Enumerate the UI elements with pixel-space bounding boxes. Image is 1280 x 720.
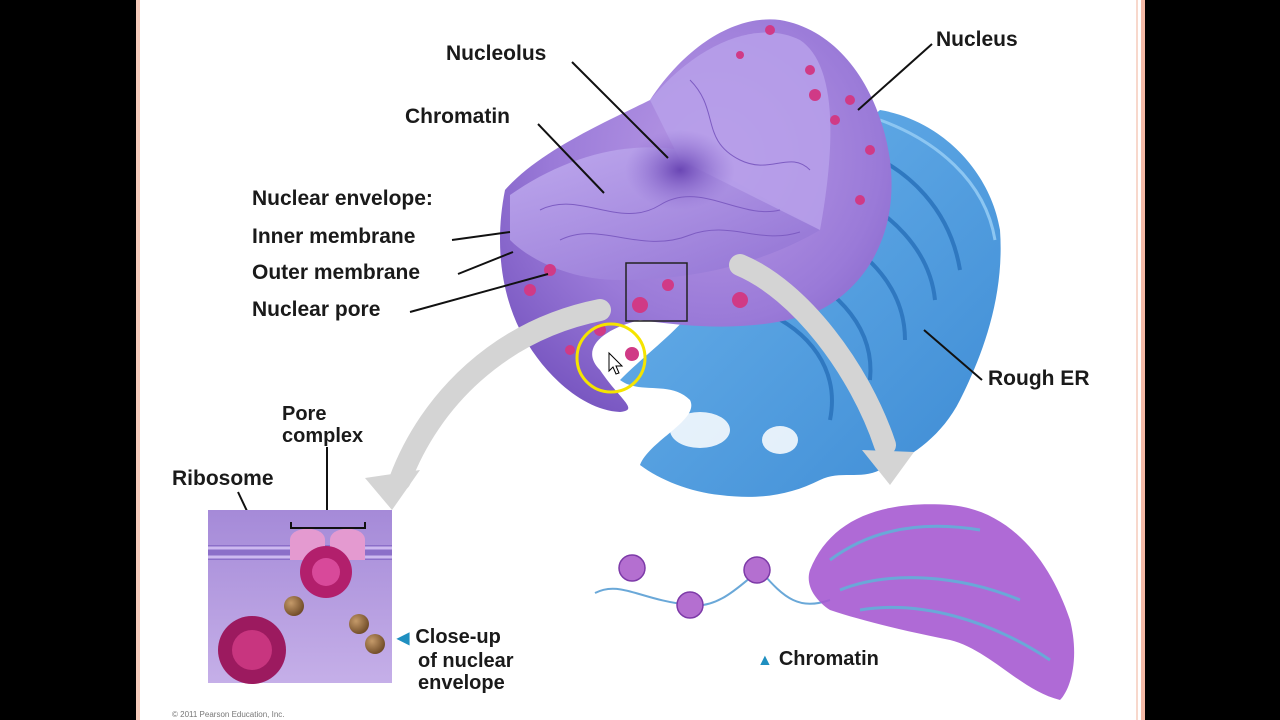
slide-right-border-inner [1136, 0, 1138, 720]
triangle-marker-icon: ◀ [397, 630, 410, 647]
label-chromatin: Chromatin [405, 105, 510, 128]
label-nucleus: Nucleus [936, 28, 1018, 51]
closeup-line1: Close-up [415, 626, 501, 648]
label-inner-membrane: Inner membrane [252, 225, 416, 248]
label-rough-er: Rough ER [988, 367, 1090, 390]
label-closeup: ◀ Close-up of nuclear envelope [397, 626, 514, 694]
pore-highlight-box [625, 262, 688, 322]
copyright-notice: © 2011 Pearson Education, Inc. [172, 710, 285, 719]
chromatin-detail-text: Chromatin [778, 648, 879, 670]
pore-complex-line2: complex [282, 425, 364, 447]
closeup-inset [208, 510, 392, 684]
label-nuclear-pore: Nuclear pore [252, 298, 381, 321]
cursor-highlight [575, 322, 647, 394]
slide-left-border [136, 0, 140, 720]
closeup-line2: of nuclear [418, 650, 514, 672]
chromatin-arrow [729, 254, 896, 456]
closeup-line3: envelope [418, 672, 505, 694]
label-chromatin-detail: ▲ Chromatin [757, 648, 879, 672]
closeup-arrow [389, 299, 611, 491]
slide-right-border [1141, 0, 1145, 720]
label-pore-complex: Pore complex [282, 403, 363, 447]
label-nuclear-envelope: Nuclear envelope: [252, 187, 433, 210]
triangle-marker-icon: ▲ [757, 652, 773, 669]
label-nucleolus: Nucleolus [446, 42, 547, 65]
chromatin-fiber [594, 504, 1075, 700]
label-outer-membrane: Outer membrane [252, 261, 421, 284]
pore-complex-line1: Pore [282, 403, 327, 425]
label-ribosome: Ribosome [172, 467, 274, 490]
